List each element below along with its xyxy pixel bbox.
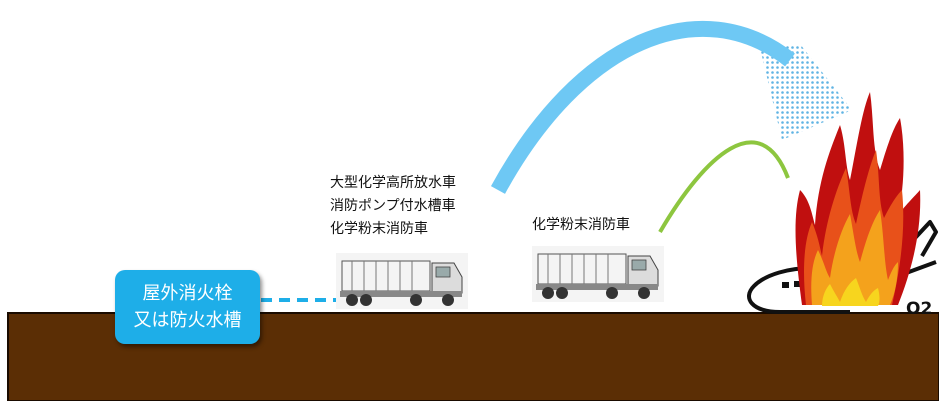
vehicle-group-1-label: 大型化学高所放水車 消防ポンプ付水槽車 化学粉末消防車 — [330, 172, 456, 241]
hydrant-box: 屋外消火栓 又は防火水槽 — [115, 270, 260, 344]
water-stream — [490, 20, 795, 194]
vehicle-1-name: 大型化学高所放水車 — [330, 175, 456, 191]
water-spray — [760, 44, 852, 140]
vehicle-4-name: 化学粉末消防車 — [532, 217, 630, 233]
powder-stream — [658, 140, 790, 234]
o2-label: O2 — [906, 299, 932, 319]
truck-2 — [532, 246, 664, 302]
hydrant-line-2: 又は防火水槽 — [133, 310, 242, 331]
hydrant-line-1: 屋外消火栓 — [142, 283, 233, 304]
aircraft-windows — [782, 281, 801, 288]
truck-1 — [336, 253, 468, 309]
vehicle-2-name: 消防ポンプ付水槽車 — [330, 198, 456, 214]
vehicle-group-2-label: 化学粉末消防車 — [532, 214, 630, 237]
vehicle-3-name: 化学粉末消防車 — [330, 221, 428, 237]
fire-icon — [795, 92, 921, 306]
